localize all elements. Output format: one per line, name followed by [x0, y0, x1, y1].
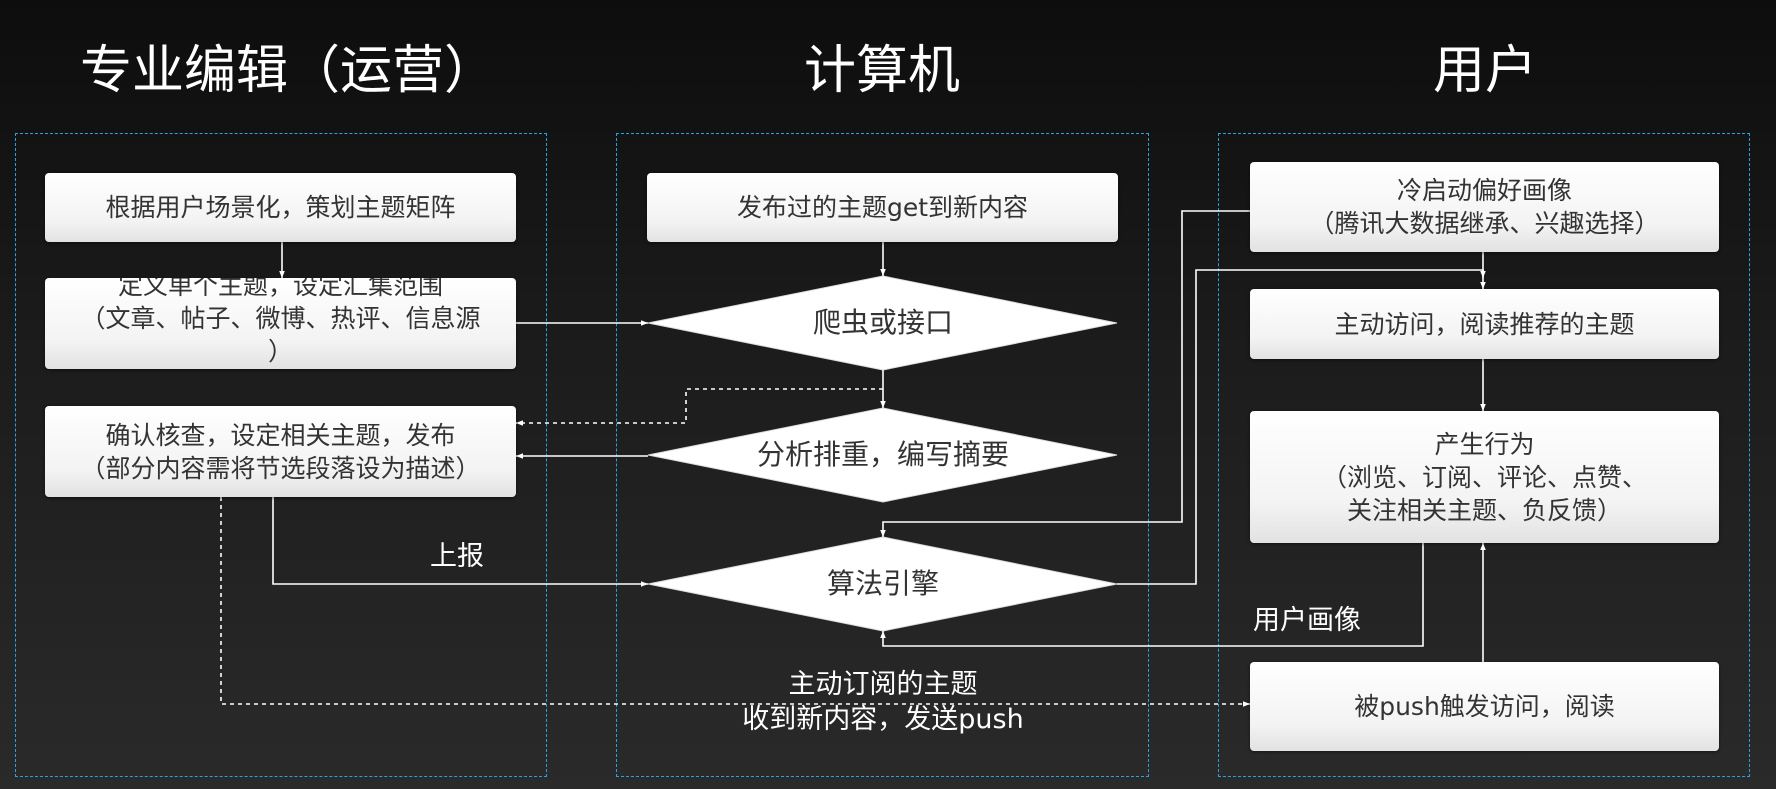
box-cold-start: 冷启动偏好画像 （腾讯大数据继承、兴趣选择）: [1250, 162, 1719, 252]
lane-user: [1218, 133, 1750, 777]
box-plan-matrix: 根据用户场景化，策划主题矩阵: [45, 173, 516, 242]
edge-confirm-to-engine: [272, 497, 648, 587]
box-cold-start-line1: 冷启动偏好画像: [1396, 176, 1572, 205]
diamond-analyze: [647, 407, 1118, 503]
edge-dashed-to-confirm: [516, 388, 883, 426]
label-subscribed-line1: 主动订阅的主题: [788, 669, 978, 700]
box-behavior: 产生行为 （浏览、订阅、评论、点赞、 关注相关主题、负反馈）: [1250, 411, 1719, 543]
label-report: 上报: [430, 541, 484, 572]
diamond-analyze-label: 分析排重，编写摘要: [756, 438, 1009, 471]
diamond-crawler-label: 爬虫或接口: [812, 306, 953, 339]
lane-title-user: 用户: [1432, 41, 1537, 101]
box-plan-matrix-text: 根据用户场景化，策划主题矩阵: [105, 193, 456, 222]
box-define-topic-line1: 定义单个主题，设定汇集范围: [117, 278, 443, 300]
box-behavior-line1: 产生行为: [1434, 429, 1535, 459]
label-user-profile: 用户画像: [1253, 605, 1361, 636]
box-published-get: 发布过的主题get到新内容: [647, 173, 1118, 242]
diamond-engine-label: 算法引擎: [826, 567, 939, 600]
box-published-get-text: 发布过的主题get到新内容: [736, 193, 1029, 222]
box-behavior-line3: 关注相关主题、负反馈）: [1346, 495, 1622, 525]
lane-computer: [616, 133, 1149, 777]
diamond-crawler: [647, 275, 1118, 371]
lane-title-computer: 计算机: [803, 41, 960, 101]
label-subscribed-line2: 收到新内容，发送push: [742, 704, 1024, 735]
box-confirm-publish-line2: （部分内容需将节选段落设为描述）: [80, 453, 481, 483]
edge-coldstart-to-engine: [880, 210, 1250, 537]
box-define-topic: 定义单个主题，设定汇集范围 （文章、帖子、微博、热评、信息源 ）: [45, 278, 516, 369]
box-confirm-publish-line1: 确认核查，设定相关主题，发布: [105, 420, 456, 450]
box-push-visit: 被push触发访问，阅读: [1250, 662, 1719, 751]
box-behavior-line2: （浏览、订阅、评论、点赞、: [1321, 462, 1647, 492]
box-define-topic-line3: ）: [267, 337, 293, 366]
box-define-topic-line2: （文章、帖子、微博、热评、信息源: [80, 304, 481, 333]
box-confirm-publish: 确认核查，设定相关主题，发布 （部分内容需将节选段落设为描述）: [45, 406, 516, 497]
edge-behavior-to-engine: [880, 543, 1424, 647]
lane-editor: [15, 133, 547, 777]
box-cold-start-line2: （腾讯大数据继承、兴趣选择）: [1309, 209, 1660, 238]
box-active-visit-text: 主动访问，阅读推荐的主题: [1334, 309, 1635, 339]
box-active-visit: 主动访问，阅读推荐的主题: [1250, 289, 1719, 359]
box-push-visit-text: 被push触发访问，阅读: [1354, 692, 1615, 721]
lane-title-editor: 专业编辑（运营）: [80, 41, 497, 101]
